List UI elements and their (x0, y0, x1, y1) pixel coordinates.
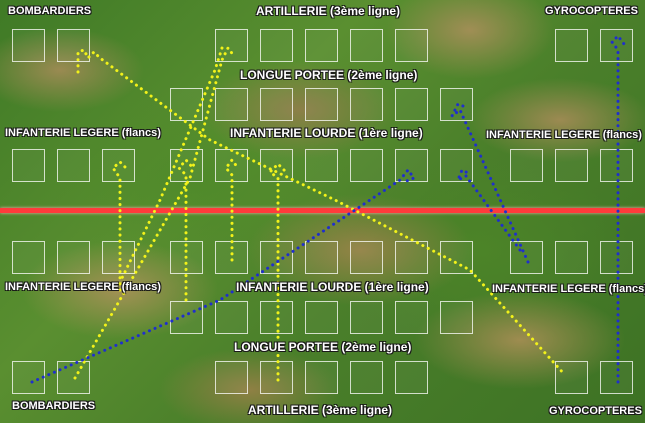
deploy-slot[interactable] (440, 301, 473, 334)
bottom-longue-portee-label: LONGUE PORTEE (2ème ligne) (234, 340, 412, 354)
deploy-slot[interactable] (305, 301, 338, 334)
top-inf-legere-right-label: INFANTERIE LEGERE (flancs) (486, 129, 642, 141)
bottom-inf-lourde-label: INFANTERIE LOURDE (1ère ligne) (236, 280, 429, 294)
deploy-slot[interactable] (350, 29, 383, 62)
deploy-slot[interactable] (215, 301, 248, 334)
deploy-slot[interactable] (555, 241, 588, 274)
yellow-route-line (224, 158, 240, 262)
deploy-slot[interactable] (305, 29, 338, 62)
deploy-slot[interactable] (555, 361, 588, 394)
deploy-slot[interactable] (260, 88, 293, 121)
deploy-slot[interactable] (57, 241, 90, 274)
deploy-slot[interactable] (305, 241, 338, 274)
yellow-route-line (76, 48, 567, 377)
top-gyrocopteres-label: GYROCOPTERES (545, 5, 638, 17)
top-inf-legere-left-label: INFANTERIE LEGERE (flancs) (5, 127, 161, 139)
deploy-slot[interactable] (102, 241, 135, 274)
top-longue-portee-label: LONGUE PORTEE (2ème ligne) (240, 68, 418, 82)
deploy-slot[interactable] (395, 88, 428, 121)
deploy-slot[interactable] (555, 29, 588, 62)
deploy-slot[interactable] (215, 29, 248, 62)
deploy-slot[interactable] (510, 149, 543, 182)
deploy-slot[interactable] (350, 88, 383, 121)
bottom-gyrocopteres-label: GYROCOPTERES (549, 405, 642, 417)
bottom-artillerie-label: ARTILLERIE (3ème ligne) (248, 403, 393, 417)
deploy-slot[interactable] (395, 149, 428, 182)
deploy-slot[interactable] (57, 29, 90, 62)
blue-route-line (456, 168, 522, 252)
yellow-route-line (73, 46, 236, 380)
deploy-slot[interactable] (12, 361, 45, 394)
deploy-slot[interactable] (215, 361, 248, 394)
deploy-slot[interactable] (305, 361, 338, 394)
bottom-bombardiers-label: BOMBARDIERS (12, 400, 96, 412)
deploy-slot[interactable] (600, 361, 633, 394)
yellow-route-line (268, 162, 288, 382)
deploy-slot[interactable] (350, 361, 383, 394)
deploy-slot[interactable] (260, 29, 293, 62)
deploy-slot[interactable] (260, 241, 293, 274)
deploy-slot[interactable] (102, 149, 135, 182)
top-artillerie-label: ARTILLERIE (3ème ligne) (256, 4, 401, 18)
deploy-slot[interactable] (350, 149, 383, 182)
deploy-slot[interactable] (395, 361, 428, 394)
deploy-slot[interactable] (440, 149, 473, 182)
deploy-slot[interactable] (215, 88, 248, 121)
deploy-slot[interactable] (170, 301, 203, 334)
blue-route-line (610, 34, 626, 384)
deploy-slot[interactable] (12, 149, 45, 182)
center-divider-line (0, 208, 645, 213)
blue-route-line (450, 102, 530, 264)
deploy-slot[interactable] (600, 29, 633, 62)
deploy-slot[interactable] (305, 149, 338, 182)
deploy-slot[interactable] (260, 361, 293, 394)
yellow-route-line (177, 158, 195, 302)
deploy-slot[interactable] (57, 149, 90, 182)
deploy-slot[interactable] (395, 29, 428, 62)
deploy-slot[interactable] (305, 88, 338, 121)
bottom-inf-legere-left-label: INFANTERIE LEGERE (flancs) (5, 281, 161, 293)
deploy-slot[interactable] (555, 149, 588, 182)
yellow-route-line (111, 160, 130, 292)
deploy-slot[interactable] (350, 241, 383, 274)
deploy-slot[interactable] (600, 149, 633, 182)
deploy-slot[interactable] (395, 301, 428, 334)
bottom-inf-legere-right-label: INFANTERIE LEGERE (flancs) (492, 283, 645, 295)
deploy-slot[interactable] (260, 301, 293, 334)
top-bombardiers-label: BOMBARDIERS (8, 5, 92, 17)
yellow-route-line (120, 46, 224, 280)
blue-route-line (30, 168, 416, 384)
top-inf-lourde-label: INFANTERIE LOURDE (1ère ligne) (230, 126, 423, 140)
deploy-slot[interactable] (12, 241, 45, 274)
deploy-slot[interactable] (12, 29, 45, 62)
deploy-slot[interactable] (600, 241, 633, 274)
deploy-slot[interactable] (350, 301, 383, 334)
deploy-slot[interactable] (57, 361, 90, 394)
